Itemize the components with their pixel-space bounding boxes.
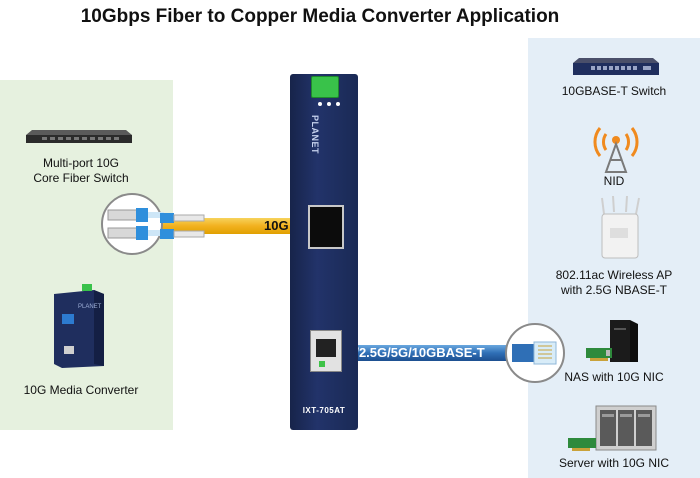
model-label: IXT-705AT [302, 406, 346, 415]
sfp-port [308, 205, 344, 249]
rj45-plug-icon [505, 323, 565, 383]
copper-cable [334, 345, 520, 361]
page-title: 10Gbps Fiber to Copper Media Converter A… [80, 6, 560, 27]
led-indicator [327, 102, 331, 106]
brand-logo: PLANET [310, 115, 320, 154]
nas-label: NAS with 10G NIC [564, 370, 664, 384]
led-indicator [336, 102, 340, 106]
core-switch-label: Multi-port 10G Core Fiber Switch [33, 156, 129, 185]
copper-link-label: 1G/2.5G/5G/10GBASE-T [338, 345, 485, 360]
fiber-plug-icon [160, 213, 205, 239]
led-indicator [318, 102, 322, 106]
rj45-port [310, 330, 342, 372]
antenna-tower-icon [593, 127, 639, 173]
switch-icon [573, 58, 659, 75]
media-converter-label: 10G Media Converter [23, 383, 139, 397]
wireless-ap-icon [601, 196, 640, 259]
server-icon [568, 405, 657, 451]
svg-text:PLANET: PLANET [78, 304, 102, 310]
server-label: Server with 10G NIC [558, 456, 670, 470]
media-converter-icon: PLANET [54, 284, 104, 368]
nid-label: NID [603, 174, 625, 188]
media-converter-device [290, 74, 358, 430]
wireless-ap-label: 802.11ac Wireless AP with 2.5G NBASE-T [555, 268, 673, 297]
rack-switch-icon [26, 130, 132, 143]
nas-icon [586, 320, 638, 362]
power-terminal [311, 76, 339, 98]
fiber-connector-icon [101, 193, 164, 255]
switch-label: 10GBASE-T Switch [561, 84, 667, 98]
